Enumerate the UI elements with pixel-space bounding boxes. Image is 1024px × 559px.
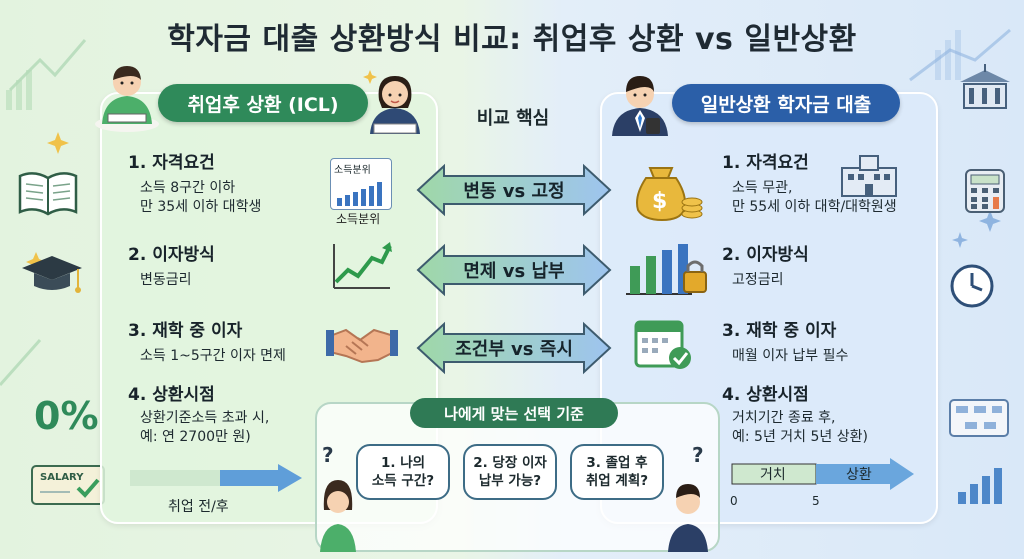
section-title: 1. 자격요건 (722, 153, 809, 173)
section-title: 2. 이자방식 (128, 245, 215, 265)
icl-section-interest-type: 2. 이자방식 변동금리 (128, 240, 318, 290)
section-body: 매월 이자 납부 필수 (732, 348, 849, 364)
timeline-tick-mid: 5 (812, 494, 820, 508)
calendar-check-icon (634, 320, 691, 369)
student-girl-illustration (363, 70, 420, 134)
salary-check-icon: SALARY (31, 465, 105, 505)
thinking-man-illustration: ? (668, 443, 708, 552)
comparison-arrow-rate: 변동 vs 고정 (416, 162, 612, 218)
percent-text: 0% (34, 394, 99, 438)
section-body: 소득 8구간 이하 만 35세 이하 대학생 (140, 180, 262, 215)
timeline-grace-label: 거치 (760, 467, 786, 483)
general-loan-header: 일반상환 학자금 대출 (672, 84, 900, 122)
section-title: 2. 이자방식 (722, 245, 809, 265)
choice-criteria-heading: 나에게 맞는 선택 기준 (410, 398, 618, 428)
income-chart-top-label: 소득분위 (334, 165, 371, 176)
percent-icon: 0% (34, 394, 99, 438)
thinking-woman-illustration: ? (320, 443, 356, 552)
open-book-icon (18, 172, 78, 216)
money-bag-icon: $ (636, 167, 703, 222)
svg-text:?: ? (322, 443, 334, 467)
calculator-icon (965, 169, 1005, 213)
comparison-arrow-repayment: 조건부 vs 즉시 (416, 320, 612, 376)
salary-label: SALARY (40, 472, 84, 483)
section-body: 고정금리 (732, 272, 784, 288)
timeline-repay-label: 상환 (846, 467, 872, 483)
section-title: 4. 상환시점 (128, 385, 215, 405)
icl-section-eligibility: 1. 자격요건 소득 8구간 이하 만 35세 이하 대학생 (128, 148, 328, 217)
bank-building-icon (960, 64, 1010, 109)
clock-icon (950, 264, 994, 308)
icl-section-in-school-interest: 3. 재학 중 이자 소득 1~5구간 이자 면제 (128, 316, 338, 366)
section-body: 거치기간 종료 후, 예: 5년 거치 5년 상환) (732, 410, 868, 445)
general-section-repayment-start: 4. 상환시점 거치기간 종료 후, 예: 5년 거치 5년 상환) (722, 380, 932, 447)
general-timeline-arrow (731, 458, 914, 490)
page-title: 학자금 대출 상환방식 비교: 취업후 상환 vs 일반상환 (167, 22, 857, 57)
icl-section-repayment-start: 4. 상환시점 상환기준소득 초과 시, 예: 연 2700만 원) (128, 380, 338, 447)
section-title: 1. 자격요건 (128, 153, 215, 173)
income-bars-icon (337, 182, 382, 206)
comparison-arrow-interest: 면제 vs 납부 (416, 242, 612, 298)
question-bubble-interest: 2. 당장 이자 납부 가능? (463, 444, 557, 500)
question-bubble-employment: 3. 졸업 후 취업 계획? (570, 444, 664, 500)
question-bubble-income: 1. 나의 소득 구간? (356, 444, 450, 500)
timeline-tick-start: 0 (730, 494, 738, 508)
handshake-icon (326, 328, 398, 364)
graduation-cap-icon (22, 256, 82, 293)
general-section-interest-type: 2. 이자방식 고정금리 (722, 240, 912, 290)
svg-text:$: $ (652, 189, 667, 214)
bar-chart-icon (958, 468, 1002, 504)
fixed-rate-bars-lock-icon (626, 244, 707, 295)
income-chart-card: 소득분위 (330, 158, 392, 210)
variable-rate-chart-icon (333, 242, 392, 289)
icl-timeline-label: 취업 전/후 (168, 499, 229, 515)
icl-timeline-arrow (130, 464, 302, 492)
arrow-label: 면제 vs 납부 (463, 261, 565, 282)
general-section-in-school-interest: 3. 재학 중 이자 매월 이자 납부 필수 (722, 316, 932, 366)
section-body: 소득 1~5구간 이자 면제 (140, 348, 286, 364)
svg-text:?: ? (692, 443, 704, 467)
arrow-label: 조건부 vs 즉시 (455, 339, 573, 360)
student-boy-illustration (95, 66, 159, 132)
university-building-icon (841, 155, 897, 197)
section-title: 4. 상환시점 (722, 385, 809, 405)
general-section-eligibility: 1. 자격요건 소득 무관, 만 55세 이하 대학/대학원생 (722, 148, 932, 217)
section-title: 3. 재학 중 이자 (128, 321, 243, 341)
income-chart-bottom-label: 소득분위 (336, 212, 381, 226)
section-body: 소득 무관, 만 55세 이하 대학/대학원생 (732, 180, 897, 215)
flowchart-icon (949, 399, 1009, 437)
comparison-heading: 비교 핵심 (476, 108, 550, 129)
arrow-label: 변동 vs 고정 (463, 181, 565, 202)
section-body: 변동금리 (140, 272, 192, 288)
section-title: 3. 재학 중 이자 (722, 321, 837, 341)
businessman-illustration (612, 76, 668, 136)
section-body: 상환기준소득 초과 시, 예: 연 2700만 원) (140, 410, 270, 445)
icl-header: 취업후 상환 (ICL) (158, 84, 368, 122)
